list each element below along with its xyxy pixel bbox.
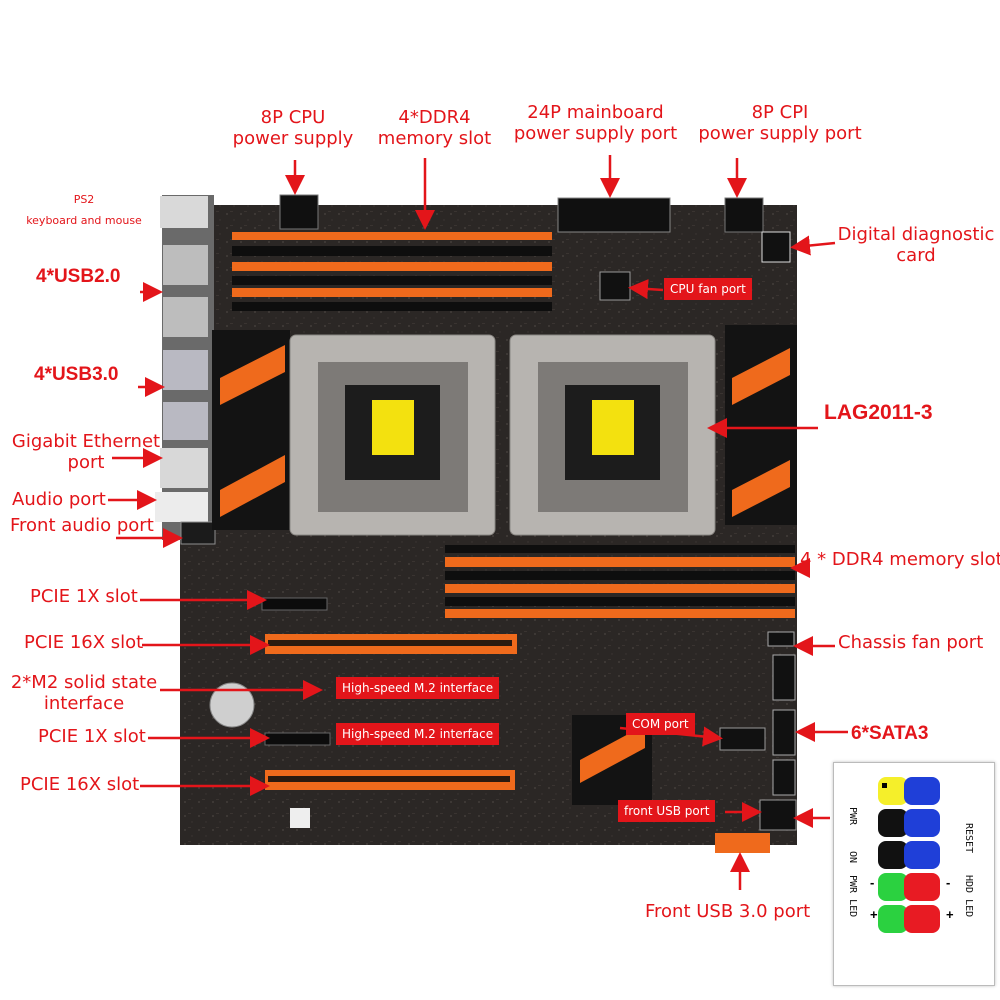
- label-line: 4*DDR4: [398, 107, 471, 128]
- legend-pins: [878, 777, 940, 933]
- dimm-slots-right: [445, 545, 795, 618]
- legend-pin-blue: [904, 809, 940, 837]
- pcie-1x-slot-a: [261, 597, 328, 611]
- legend-pin-red: [904, 905, 940, 933]
- chassis-fan-header: [767, 631, 795, 647]
- legend-sign: -: [946, 875, 951, 890]
- legend-pin-green: [878, 873, 908, 901]
- audio-jacks: [155, 492, 208, 522]
- label-ps2: PS2 keyboard and mouse: [20, 190, 148, 232]
- label-pcie16x-b: PCIE 16X slot: [20, 774, 140, 795]
- atx-24p-connector: [557, 197, 671, 233]
- label-line: Gigabit Ethernet: [11, 431, 161, 452]
- ps2-connector: [160, 196, 208, 228]
- label-chassis-fan: Chassis fan port: [838, 632, 984, 653]
- label-cpi-power-8p: 8P CPI power supply port: [694, 102, 866, 144]
- legend-text-pwr-led: PWR LED: [847, 875, 858, 918]
- legend-pin-red: [904, 873, 940, 901]
- label-digital-diagnostic: Digital diagnostic card: [836, 224, 996, 266]
- label-line: power supply: [232, 127, 354, 149]
- label-m2: 2*M2 solid state interface: [8, 672, 160, 714]
- usb2-block-b: [163, 297, 208, 337]
- label-line: memory slot: [377, 127, 492, 149]
- label-line: 8P CPU: [260, 107, 326, 128]
- usb2-block-a: [163, 245, 208, 285]
- legend-text-on: ON: [847, 851, 858, 864]
- label-line: PS2: [73, 193, 95, 206]
- label-ddr4-top: 4*DDR4 memory slot: [372, 107, 497, 149]
- tag-m2-interface-b: High-speed M.2 interface: [336, 723, 500, 745]
- cpu-8p-power-connector: [279, 194, 319, 230]
- pcie-1x-slot-b: [264, 732, 331, 746]
- usb3-block-b: [163, 402, 208, 440]
- legend-pin-green: [878, 905, 908, 933]
- tag-com: COM port: [626, 713, 695, 735]
- label-front-audio: Front audio port: [10, 515, 154, 536]
- label-mainboard-24p: 24P mainboard power supply port: [508, 102, 683, 144]
- legend-pin-yellow: [878, 777, 908, 805]
- sata-port-a: [772, 654, 796, 701]
- label-audio: Audio port: [12, 489, 106, 510]
- legend-pin-black: [878, 809, 908, 837]
- usb3-block-a: [163, 350, 208, 390]
- label-pcie1x-a: PCIE 1X slot: [30, 586, 138, 607]
- label-line: 2*M2 solid state: [10, 672, 158, 693]
- label-pcie16x-a: PCIE 16X slot: [24, 632, 144, 653]
- label-line: power supply port: [513, 122, 678, 144]
- legend-text-hdd-led: HDD LED: [963, 875, 974, 918]
- legend-sign: +: [870, 907, 878, 922]
- label-sata: 6*SATA3: [851, 723, 929, 744]
- label-line: interface: [43, 692, 125, 714]
- front-panel-legend: RESET HDD LED PWR ON PWR LED - + - +: [833, 762, 995, 986]
- board-sticker: [290, 808, 310, 828]
- label-ddr4-right: 4 * DDR4 memory slot: [800, 549, 1000, 570]
- front-audio-header: [180, 521, 216, 545]
- dimm-slots-top: [232, 232, 552, 311]
- label-cpu-power-8p: 8P CPU power supply: [228, 107, 358, 149]
- front-usb3-connector: [715, 833, 770, 853]
- label-line: port: [67, 451, 105, 473]
- com-port-header: [719, 727, 766, 751]
- label-front-usb3: Front USB 3.0 port: [645, 901, 811, 922]
- label-line: 24P mainboard: [527, 102, 664, 123]
- label-line: keyboard and mouse: [26, 213, 142, 227]
- legend-pin-black: [878, 841, 908, 869]
- legend-sign: +: [946, 907, 954, 922]
- tag-m2-interface-a: High-speed M.2 interface: [336, 677, 500, 699]
- cpu-socket-left: [289, 334, 496, 536]
- cpu-fan-header: [599, 271, 631, 301]
- label-line: card: [896, 244, 936, 266]
- label-usb3: 4*USB3.0: [34, 364, 119, 385]
- legend-text-pwr: PWR: [847, 807, 858, 826]
- label-pcie1x-b: PCIE 1X slot: [38, 726, 146, 747]
- cmos-battery: [209, 682, 255, 728]
- tag-front-usb: front USB port: [618, 800, 716, 822]
- cpu-socket-right: [509, 334, 716, 536]
- label-line: 8P CPI: [751, 102, 809, 123]
- ethernet-jack: [160, 448, 208, 488]
- debug-led-display: [761, 231, 791, 263]
- legend-pin-blue: [904, 841, 940, 869]
- tag-cpu-fan: CPU fan port: [664, 278, 752, 300]
- legend-pin-blue: [904, 777, 940, 805]
- legend-sign: -: [870, 875, 875, 890]
- front-usb-header: [759, 799, 797, 831]
- label-line: Digital diagnostic: [837, 224, 995, 245]
- label-ethernet: Gigabit Ethernet port: [10, 431, 162, 473]
- legend-text-reset: RESET: [963, 823, 974, 854]
- label-usb2: 4*USB2.0: [36, 266, 121, 287]
- label-line: power supply port: [698, 122, 862, 144]
- cpi-8p-power-connector: [724, 197, 764, 233]
- label-lag: LAG2011-3: [824, 401, 933, 424]
- sata-port-c: [772, 759, 796, 796]
- sata-port-b: [772, 709, 796, 756]
